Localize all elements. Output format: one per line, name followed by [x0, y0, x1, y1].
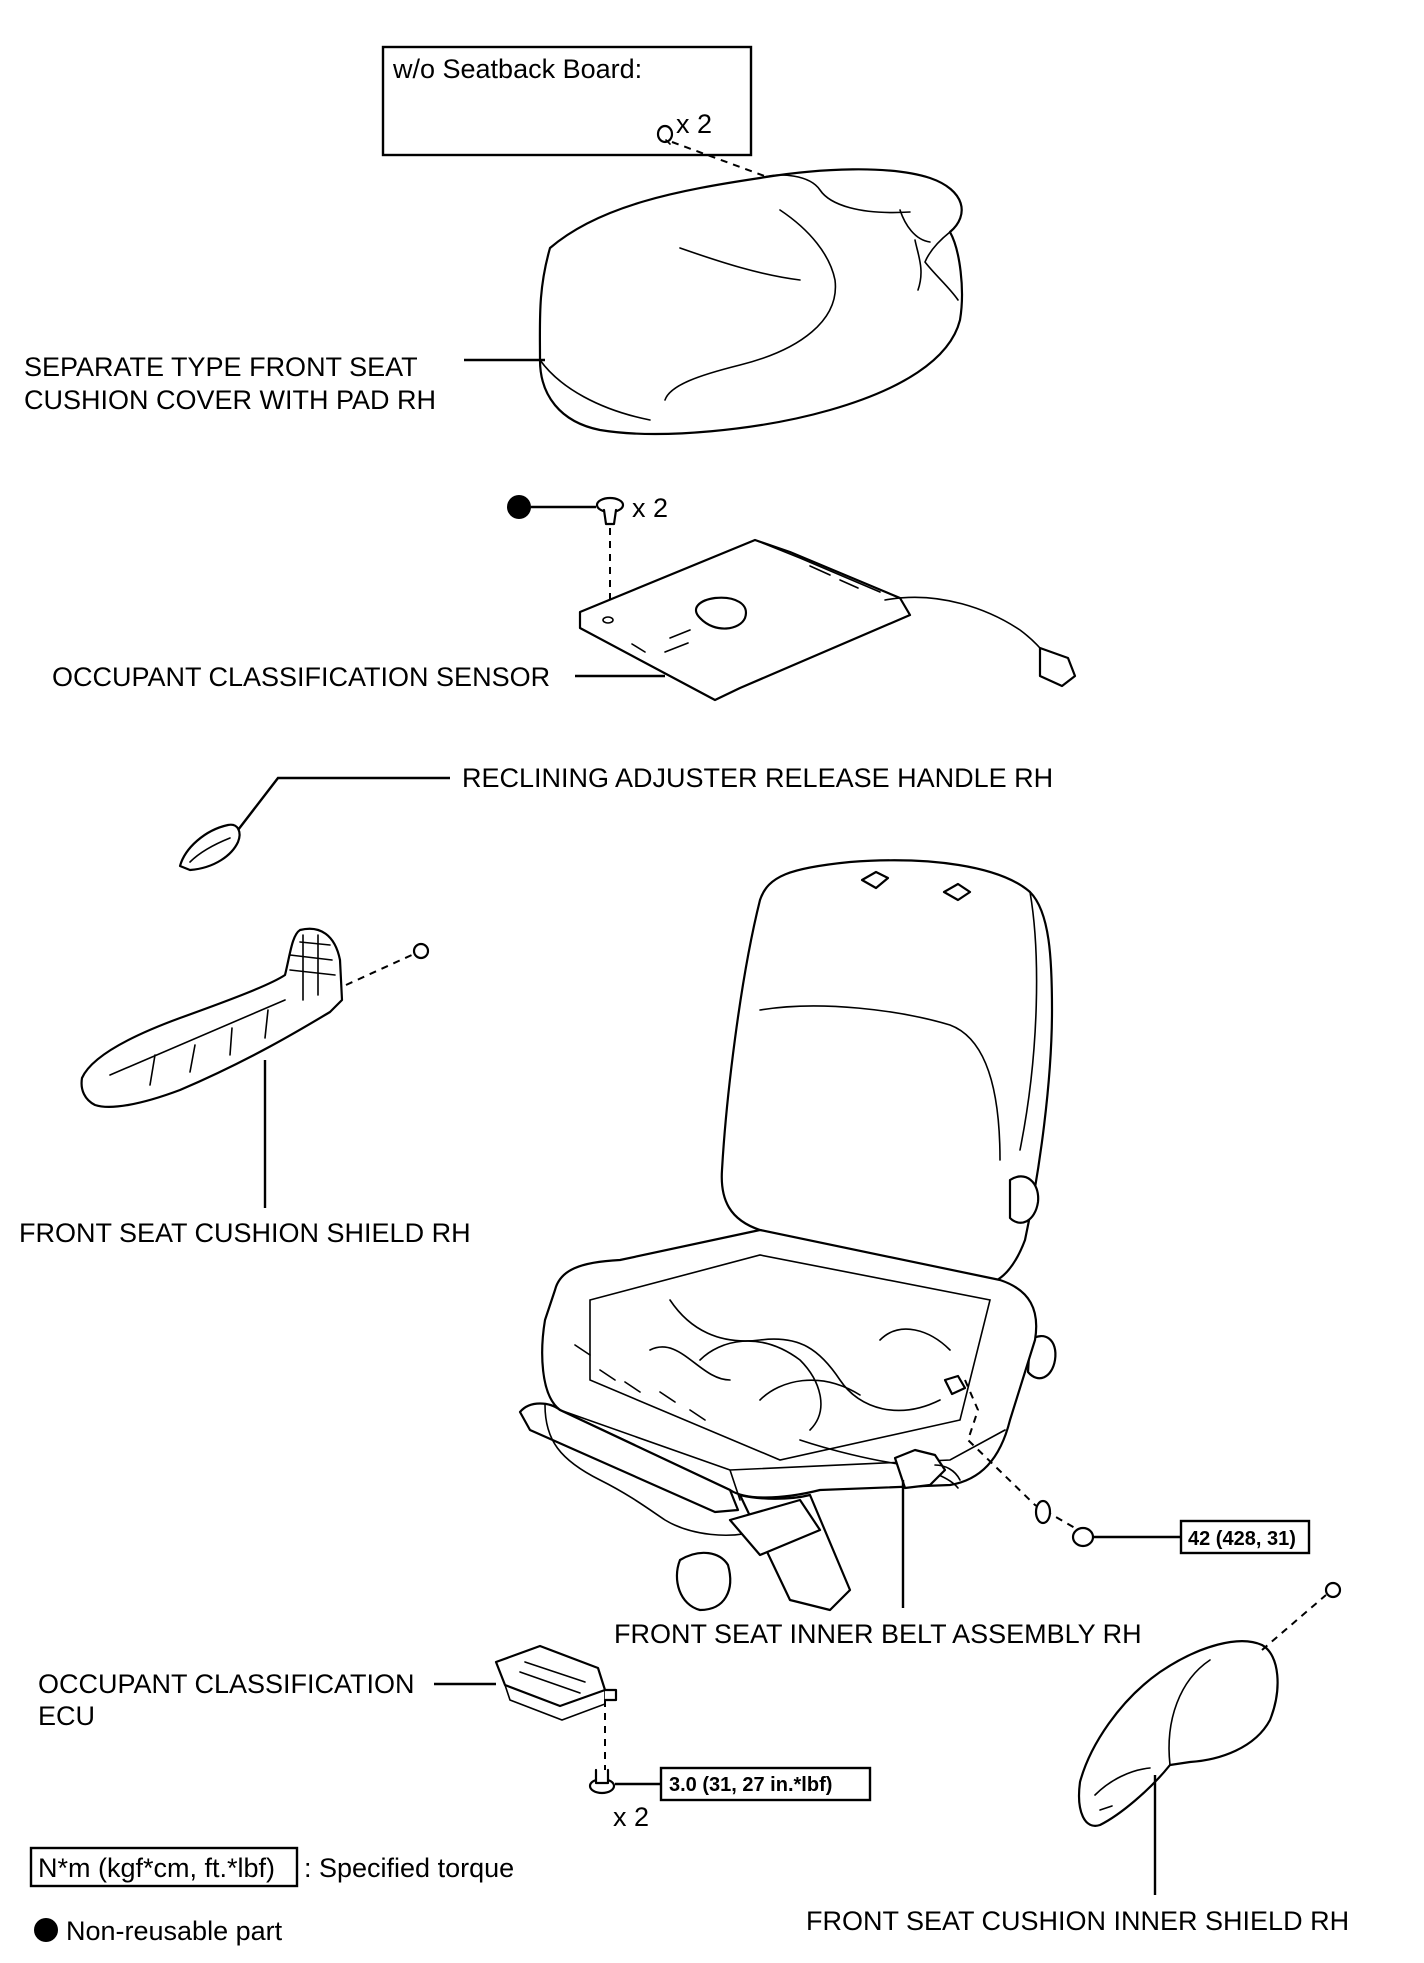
cushion-shield-label: FRONT SEAT CUSHION SHIELD RH — [19, 1218, 471, 1248]
occupant-ecu-drawing — [494, 1644, 618, 1721]
cushion-shield-screw-dash — [345, 953, 415, 986]
legend-torque-box — [29, 1846, 299, 1888]
seatback-board-note-title: w/o Seatback Board: — [392, 54, 642, 84]
screw-icon — [1324, 1581, 1342, 1599]
legend: N*m (kgf*cm, ft.*lbf) : Specified torque… — [29, 1846, 514, 1946]
cushion-cover-label-line2: CUSHION COVER WITH PAD RH — [24, 385, 436, 415]
legend-non-reusable: Non-reusable part — [66, 1916, 283, 1946]
occupant-sensor-drawing — [578, 538, 1077, 702]
reclining-handle-label: RECLINING ADJUSTER RELEASE HANDLE RH — [462, 763, 1053, 793]
legend-torque-desc: : Specified torque — [304, 1853, 514, 1883]
seat-cushion-cover-drawing — [538, 168, 964, 436]
occupant-ecu-label-line2: ECU — [38, 1701, 95, 1731]
nut-icon — [1071, 1526, 1095, 1548]
belt-nut-torque-box — [1179, 1519, 1311, 1555]
washer-icon — [1034, 1499, 1052, 1525]
bolt-icon — [588, 1768, 616, 1795]
non-reusable-dot-icon — [34, 1918, 58, 1942]
inner-shield-screw-dash — [1261, 1594, 1327, 1651]
ecu-bolt-torque-value: 3.0 (31, 27 in.*lbf) — [669, 1774, 832, 1796]
non-reusable-clip: x 2 — [507, 493, 668, 618]
reclining-handle-drawing — [178, 823, 241, 872]
ecu-bolt-qty: x 2 — [613, 1802, 649, 1832]
clip-icon — [656, 124, 674, 145]
cushion-shield-drawing — [80, 927, 430, 1108]
push-clip-icon — [595, 496, 625, 526]
seat-assembly-drawing — [518, 859, 1057, 1612]
seatback-board-note: w/o Seatback Board: x 2 — [381, 45, 771, 179]
non-reusable-dot-icon — [507, 495, 531, 519]
clip-leader — [671, 141, 771, 179]
clip-qty: x 2 — [676, 109, 712, 139]
inner-shield-label: FRONT SEAT CUSHION INNER SHIELD RH — [806, 1906, 1349, 1936]
seatback-board-note-box — [381, 45, 753, 157]
ecu-bolt-torque-box — [659, 1766, 872, 1802]
push-clip-qty: x 2 — [632, 493, 668, 523]
reclining-handle-leader — [237, 776, 450, 831]
occupant-sensor-label: OCCUPANT CLASSIFICATION SENSOR — [52, 662, 550, 692]
cushion-cover-label-line1: SEPARATE TYPE FRONT SEAT — [24, 352, 418, 382]
inner-shield-drawing — [1078, 1640, 1279, 1827]
occupant-ecu-label-line1: OCCUPANT CLASSIFICATION — [38, 1669, 415, 1699]
inner-belt-label: FRONT SEAT INNER BELT ASSEMBLY RH — [614, 1619, 1142, 1649]
belt-nut-torque-value: 42 (428, 31) — [1188, 1528, 1296, 1550]
screw-icon — [412, 942, 430, 960]
legend-torque-unit: N*m (kgf*cm, ft.*lbf) — [38, 1853, 275, 1883]
